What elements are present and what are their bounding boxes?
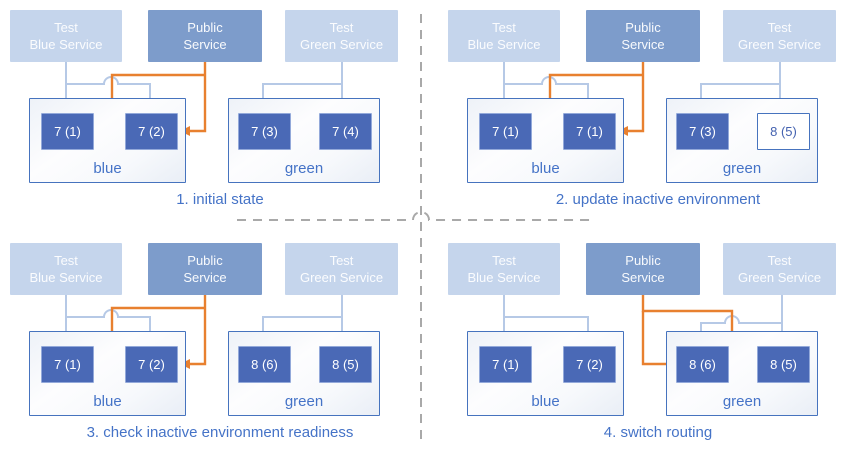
pod: 8 (5) [319, 346, 372, 383]
service-box-public: Public Service [148, 10, 262, 62]
pod: 7 (2) [563, 346, 616, 383]
service-label-line: Blue Service [29, 270, 103, 285]
service-label-line: Blue Service [29, 37, 103, 52]
environment-box-green: 7 (3) 8 (5) green [666, 98, 818, 183]
environment-box-green: 8 (6) 8 (5) green [228, 331, 380, 416]
panel-caption: 1. initial state [176, 191, 264, 208]
service-box-public: Public Service [148, 243, 262, 295]
service-label-line: Public [625, 20, 661, 35]
pod: 7 (1) [563, 113, 616, 150]
environment-label: green [722, 393, 762, 410]
service-label-line: Public [187, 253, 223, 268]
panel-check-readiness: Test Blue Service Public Service Test Gr… [0, 233, 424, 456]
service-box-test-green: Test Green Service [285, 243, 398, 295]
pod: 7 (1) [41, 346, 94, 383]
pod-new-version: 8 (5) [757, 113, 810, 150]
service-label-line: Service [621, 270, 665, 285]
service-box-public: Public Service [586, 10, 700, 62]
pod: 7 (1) [479, 346, 532, 383]
service-box-test-green: Test Green Service [723, 243, 836, 295]
pod: 8 (6) [676, 346, 729, 383]
environment-box-blue: 7 (1) 7 (2) blue [29, 98, 186, 183]
service-label-line: Test [329, 20, 354, 35]
environment-label: green [284, 160, 324, 177]
service-label-line: Green Service [299, 37, 384, 52]
service-label-line: Test [767, 253, 792, 268]
pod: 8 (5) [757, 346, 810, 383]
service-label-line: Service [183, 270, 227, 285]
panel-caption: 2. update inactive environment [555, 191, 761, 208]
service-box-test-blue: Test Blue Service [448, 10, 560, 62]
service-label-line: Service [621, 37, 665, 52]
panel-caption: 3. check inactive environment readiness [86, 424, 354, 441]
service-label-line: Green Service [737, 270, 822, 285]
service-box-test-blue: Test Blue Service [10, 243, 122, 295]
pod: 7 (2) [125, 113, 178, 150]
environment-box-blue: 7 (1) 7 (2) blue [467, 331, 624, 416]
service-label-line: Test [492, 20, 516, 35]
service-label-line: Test [54, 253, 78, 268]
service-box-test-green: Test Green Service [285, 10, 398, 62]
pod: 7 (2) [125, 346, 178, 383]
service-label-line: Test [54, 20, 78, 35]
panel-update-inactive: Test Blue Service Public Service Test Gr… [438, 0, 848, 228]
service-label-line: Green Service [737, 37, 822, 52]
environment-label: blue [93, 393, 122, 410]
environment-box-green: 7 (3) 7 (4) green [228, 98, 380, 183]
service-label-line: Green Service [299, 270, 384, 285]
pod: 7 (1) [479, 113, 532, 150]
service-label-line: Public [187, 20, 223, 35]
environment-box-blue: 7 (1) 7 (2) blue [29, 331, 186, 416]
service-label-line: Service [183, 37, 227, 52]
service-box-test-blue: Test Blue Service [10, 10, 122, 62]
service-box-test-green: Test Green Service [723, 10, 836, 62]
pod: 7 (1) [41, 113, 94, 150]
environment-label: green [722, 160, 762, 177]
environment-box-green: 8 (6) 8 (5) green [666, 331, 818, 416]
pod: 7 (3) [676, 113, 729, 150]
panel-switch-routing: Test Blue Service Public Service Test Gr… [438, 233, 848, 456]
service-label-line: Test [767, 20, 792, 35]
environment-label: blue [531, 393, 560, 410]
environment-label: green [284, 393, 324, 410]
environment-label: blue [531, 160, 560, 177]
service-label-line: Blue Service [467, 270, 541, 285]
service-label-line: Public [625, 253, 661, 268]
pod: 7 (3) [238, 113, 291, 150]
service-box-public: Public Service [586, 243, 700, 295]
panel-caption: 4. switch routing [603, 424, 713, 441]
environment-box-blue: 7 (1) 7 (1) blue [467, 98, 624, 183]
service-label-line: Test [492, 253, 516, 268]
service-label-line: Test [329, 253, 354, 268]
pod: 7 (4) [319, 113, 372, 150]
service-box-test-blue: Test Blue Service [448, 243, 560, 295]
pod: 8 (6) [238, 346, 291, 383]
panel-initial-state: Test Blue Service Public Service Test Gr… [0, 0, 424, 228]
environment-label: blue [93, 160, 122, 177]
service-label-line: Blue Service [467, 37, 541, 52]
